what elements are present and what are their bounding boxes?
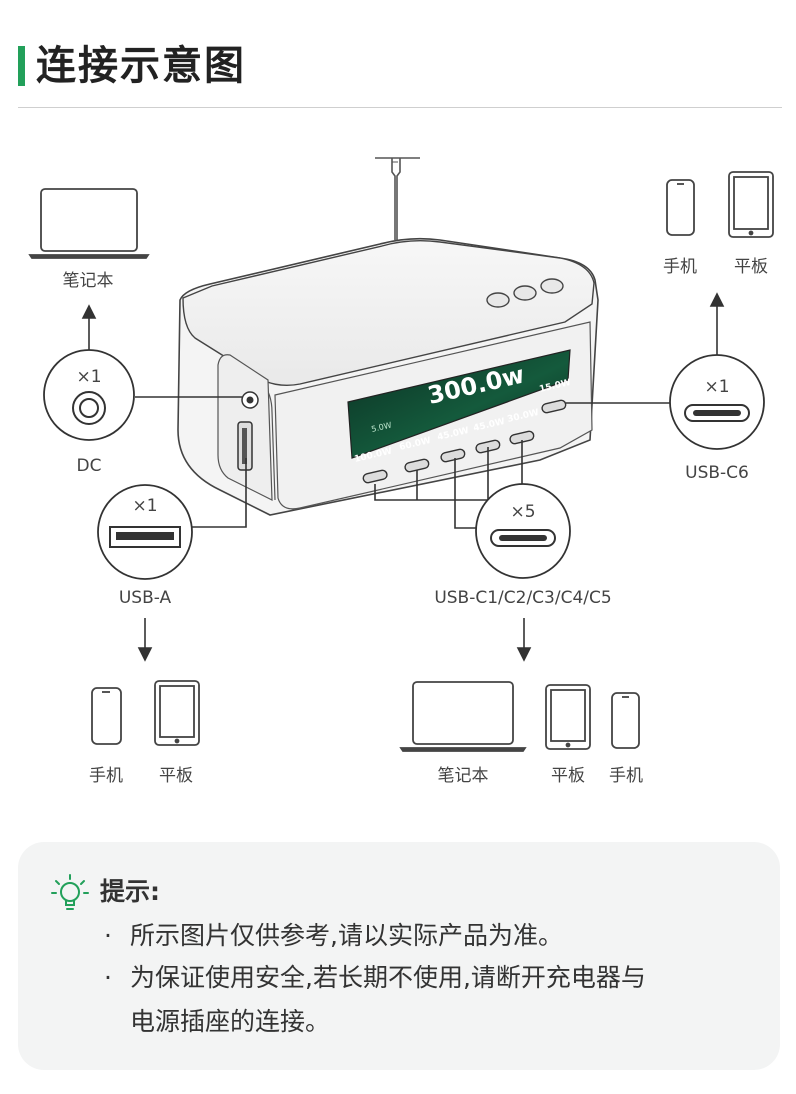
device-button [540, 278, 564, 294]
usb-c-multi-port-label: USB-C1/C2/C3/C4/C5 [434, 588, 611, 608]
phone-icon [91, 687, 122, 745]
tip-text: 电源插座的连接。 [130, 1007, 331, 1036]
dc-jack-icon [72, 391, 106, 425]
device-button [486, 292, 510, 308]
connection-diagram: 300.0w 5.0W 100.0W 60.0W 45.0W 45.0W 30.… [28, 157, 774, 786]
usb-a-target-label: 手机 [89, 766, 123, 786]
tip-text: 所示图片仅供参考,请以实际产品为准。 [130, 921, 563, 950]
laptop-icon [412, 681, 514, 745]
tips-heading: 提示: [100, 877, 160, 906]
usb-c-target-label: 手机 [609, 766, 643, 786]
dc-port-callout [43, 349, 135, 441]
dc-port-count: ×1 [76, 367, 101, 387]
usb-a-port-count: ×1 [132, 496, 157, 516]
phone-icon [611, 692, 640, 749]
tip-text: 为保证使用安全,若长期不使用,请断开充电器与 [130, 963, 646, 992]
tablet-icon [728, 171, 774, 238]
page-title: 连接示意图 [36, 43, 246, 89]
lightbulb-icon [51, 874, 89, 910]
usb-c-target-label: 平板 [551, 766, 585, 786]
c6-target-label: 手机 [663, 257, 697, 277]
tip-bullet: · [104, 963, 112, 992]
usb-c-multi-port-count: ×5 [510, 502, 535, 522]
usb-c6-port-count: ×1 [704, 377, 729, 397]
title-accent-bar [18, 46, 25, 86]
title-divider [18, 107, 782, 108]
tips-panel [18, 842, 780, 1070]
dc-port-label: DC [77, 456, 102, 476]
arrows [81, 292, 725, 662]
tablet-icon [154, 680, 200, 746]
power-cable [375, 157, 420, 240]
usb-c6-port-callout [669, 354, 765, 450]
laptop-icon [28, 188, 150, 259]
device-button [513, 285, 537, 301]
device-usb-c-ports [362, 399, 567, 484]
dc-target-label: 笔记本 [63, 271, 114, 291]
usb-c6-port-label: USB-C6 [685, 463, 749, 483]
usb-c-target-label: 笔记本 [438, 766, 489, 786]
phone-icon [666, 179, 695, 236]
usb-a-target-label: 平板 [159, 766, 193, 786]
usb-a-port-label: USB-A [119, 588, 172, 608]
c6-target-label: 平板 [734, 257, 768, 277]
tablet-icon [545, 684, 591, 750]
tip-bullet: · [104, 921, 112, 950]
charger-device: 300.0w 5.0W 100.0W 60.0W 45.0W 45.0W 30.… [177, 237, 599, 516]
